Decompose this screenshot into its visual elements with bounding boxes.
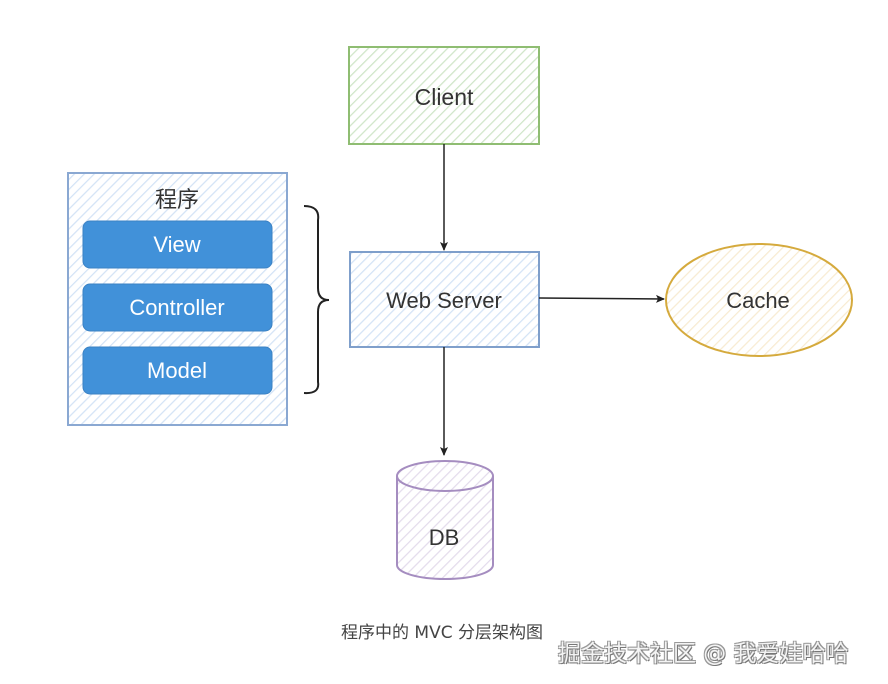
layer-view: View	[82, 220, 273, 269]
curly-brace	[303, 205, 330, 395]
db-node: DB	[396, 460, 494, 580]
cache-node: Cache	[665, 243, 853, 357]
client-label: Client	[415, 84, 474, 110]
layer-model-label: Model	[147, 358, 207, 383]
web-server-node: Web Server	[349, 251, 540, 348]
client-node: Client	[348, 46, 540, 145]
program-label: 程序	[155, 188, 199, 213]
web-server-label: Web Server	[386, 288, 502, 313]
layer-controller: Controller	[82, 283, 273, 332]
db-label: DB	[429, 525, 460, 550]
watermark: 掘金技术社区 @ 我爱娃哈哈	[558, 641, 849, 667]
layer-controller-label: Controller	[129, 295, 224, 320]
diagram-caption: 程序中的 MVC 分层架构图	[341, 623, 543, 643]
edge-webserver-cache	[538, 294, 665, 303]
layer-view-label: View	[153, 232, 200, 257]
program-container: 程序 View Controller Model	[67, 172, 288, 426]
cache-label: Cache	[726, 288, 790, 313]
layer-model: Model	[82, 346, 273, 395]
